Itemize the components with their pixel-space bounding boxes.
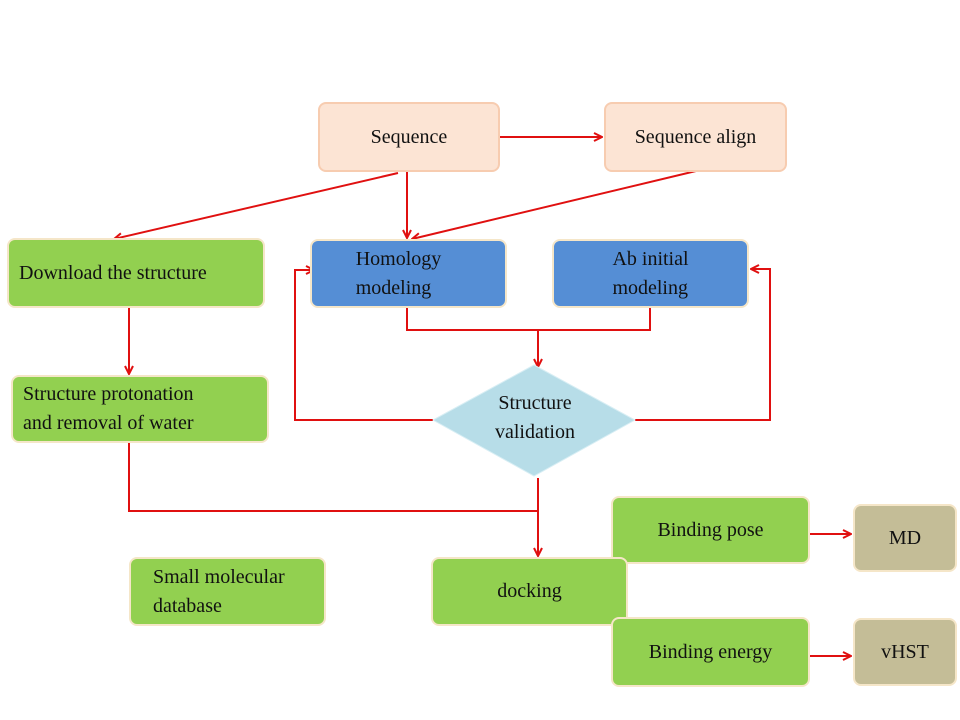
structure-protonation-node: Structure protonation and removal of wat… (11, 375, 269, 443)
binding-energy-label: Binding energy (648, 640, 773, 663)
structure-validation-diamond (431, 364, 637, 477)
arrow-sequence-to-download (114, 172, 399, 239)
vhst-node: vHST (853, 618, 957, 686)
arrow-align-to-homology (412, 170, 697, 239)
homology-modeling-label: Homology modeling (355, 247, 442, 299)
arrow-validation-to-abinitial (635, 269, 771, 421)
small-molecular-database-node: Small molecular database (129, 557, 326, 626)
sequence-align-node: Sequence align (604, 102, 787, 172)
docking-label: docking (497, 580, 562, 602)
structure-protonation-label: Structure protonation and removal of wat… (23, 383, 194, 434)
md-label: MD (888, 526, 922, 549)
download-structure-label: Download the structure (19, 261, 207, 284)
structure-validation-label: Structure validation (495, 392, 575, 443)
sequence-node: Sequence (318, 102, 500, 172)
download-structure-node: Download the structure (7, 238, 265, 308)
sequence-align-label: Sequence align (634, 125, 757, 148)
small-molecular-database-label: Small molecular database (153, 565, 285, 617)
binding-pose-label: Binding pose (657, 518, 764, 541)
sequence-label: Sequence (370, 125, 448, 148)
homology-modeling-node: Homology modeling (310, 239, 507, 308)
connector-modeling-merge (406, 308, 651, 331)
ab-initial-modeling-node: Ab initial modeling (552, 239, 749, 308)
md-node: MD (853, 504, 957, 572)
connector-protonation-to-docking (128, 443, 538, 512)
docking-node: docking (431, 557, 628, 626)
binding-pose-node: Binding pose (611, 496, 810, 564)
arrow-validation-to-homology (294, 270, 433, 421)
ab-initial-modeling-label: Ab initial modeling (612, 247, 689, 299)
vhst-label: vHST (881, 640, 929, 663)
binding-energy-node: Binding energy (611, 617, 810, 687)
